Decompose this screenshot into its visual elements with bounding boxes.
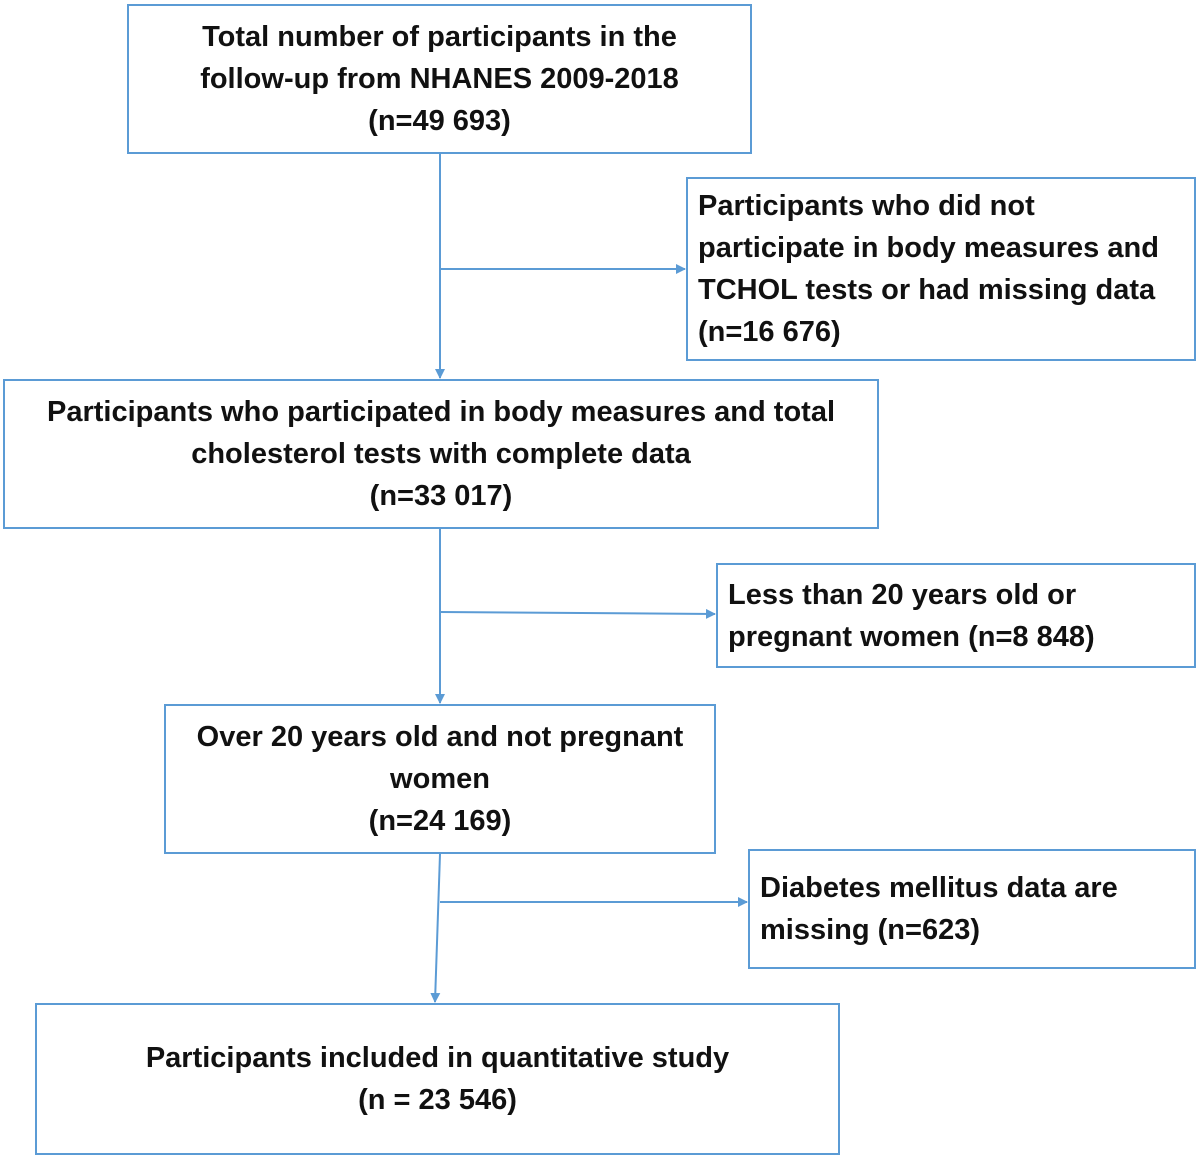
box-text-line: pregnant women (n=8 848) <box>728 620 1095 653</box>
exclusion-box-diabetes-missing: Diabetes mellitus data are missing (n=62… <box>748 849 1196 969</box>
measured-participants-box: Participants who participated in body me… <box>3 379 879 529</box>
box-text-line: Participants included in quantitative st… <box>145 1042 730 1074</box>
arrow-to-exclusion-2 <box>439 608 716 619</box>
box-text-line: missing (n=623) <box>760 914 980 946</box>
box-text-line: Diabetes mellitus data are <box>760 872 1118 904</box>
box-text-line: participate in body measures and <box>698 232 1159 264</box>
final-included-box: Participants included in quantitative st… <box>35 1003 840 1155</box>
total-participants-box: Total number of participants in the foll… <box>127 4 752 154</box>
box-text-line: follow-up from NHANES 2009-2018 <box>200 63 679 95</box>
box-text-line: Less than 20 years old or <box>728 578 1077 611</box>
box-text-line: Participants who did not <box>698 190 1035 222</box>
box-text-line: (n=24 169) <box>368 805 512 837</box>
box-text-line: (n=49 693) <box>368 105 511 137</box>
exclusion-box-missing-tests: Participants who did not participate in … <box>686 177 1196 361</box>
box-text-line: (n=16 676) <box>698 316 841 348</box>
box-text-line: (n = 23 546) <box>358 1084 517 1116</box>
adult-participants-box: Over 20 years old and not pregnant women… <box>164 704 716 854</box>
arrow-adults-to-final <box>430 853 441 1003</box>
box-text-line: (n=33 017) <box>369 480 513 512</box>
box-text-line: cholesterol tests with complete data <box>191 438 691 470</box>
box-text-line: TCHOL tests or had missing data <box>698 274 1156 306</box>
exclusion-box-age-pregnancy: Less than 20 years old or pregnant women… <box>716 563 1196 668</box>
box-text-line: Total number of participants in the <box>202 21 677 53</box>
box-text-line: women <box>390 763 490 795</box>
box-text-line: Participants who participated in body me… <box>47 396 835 428</box>
box-text-line: Over 20 years old and not pregnant <box>196 721 684 753</box>
